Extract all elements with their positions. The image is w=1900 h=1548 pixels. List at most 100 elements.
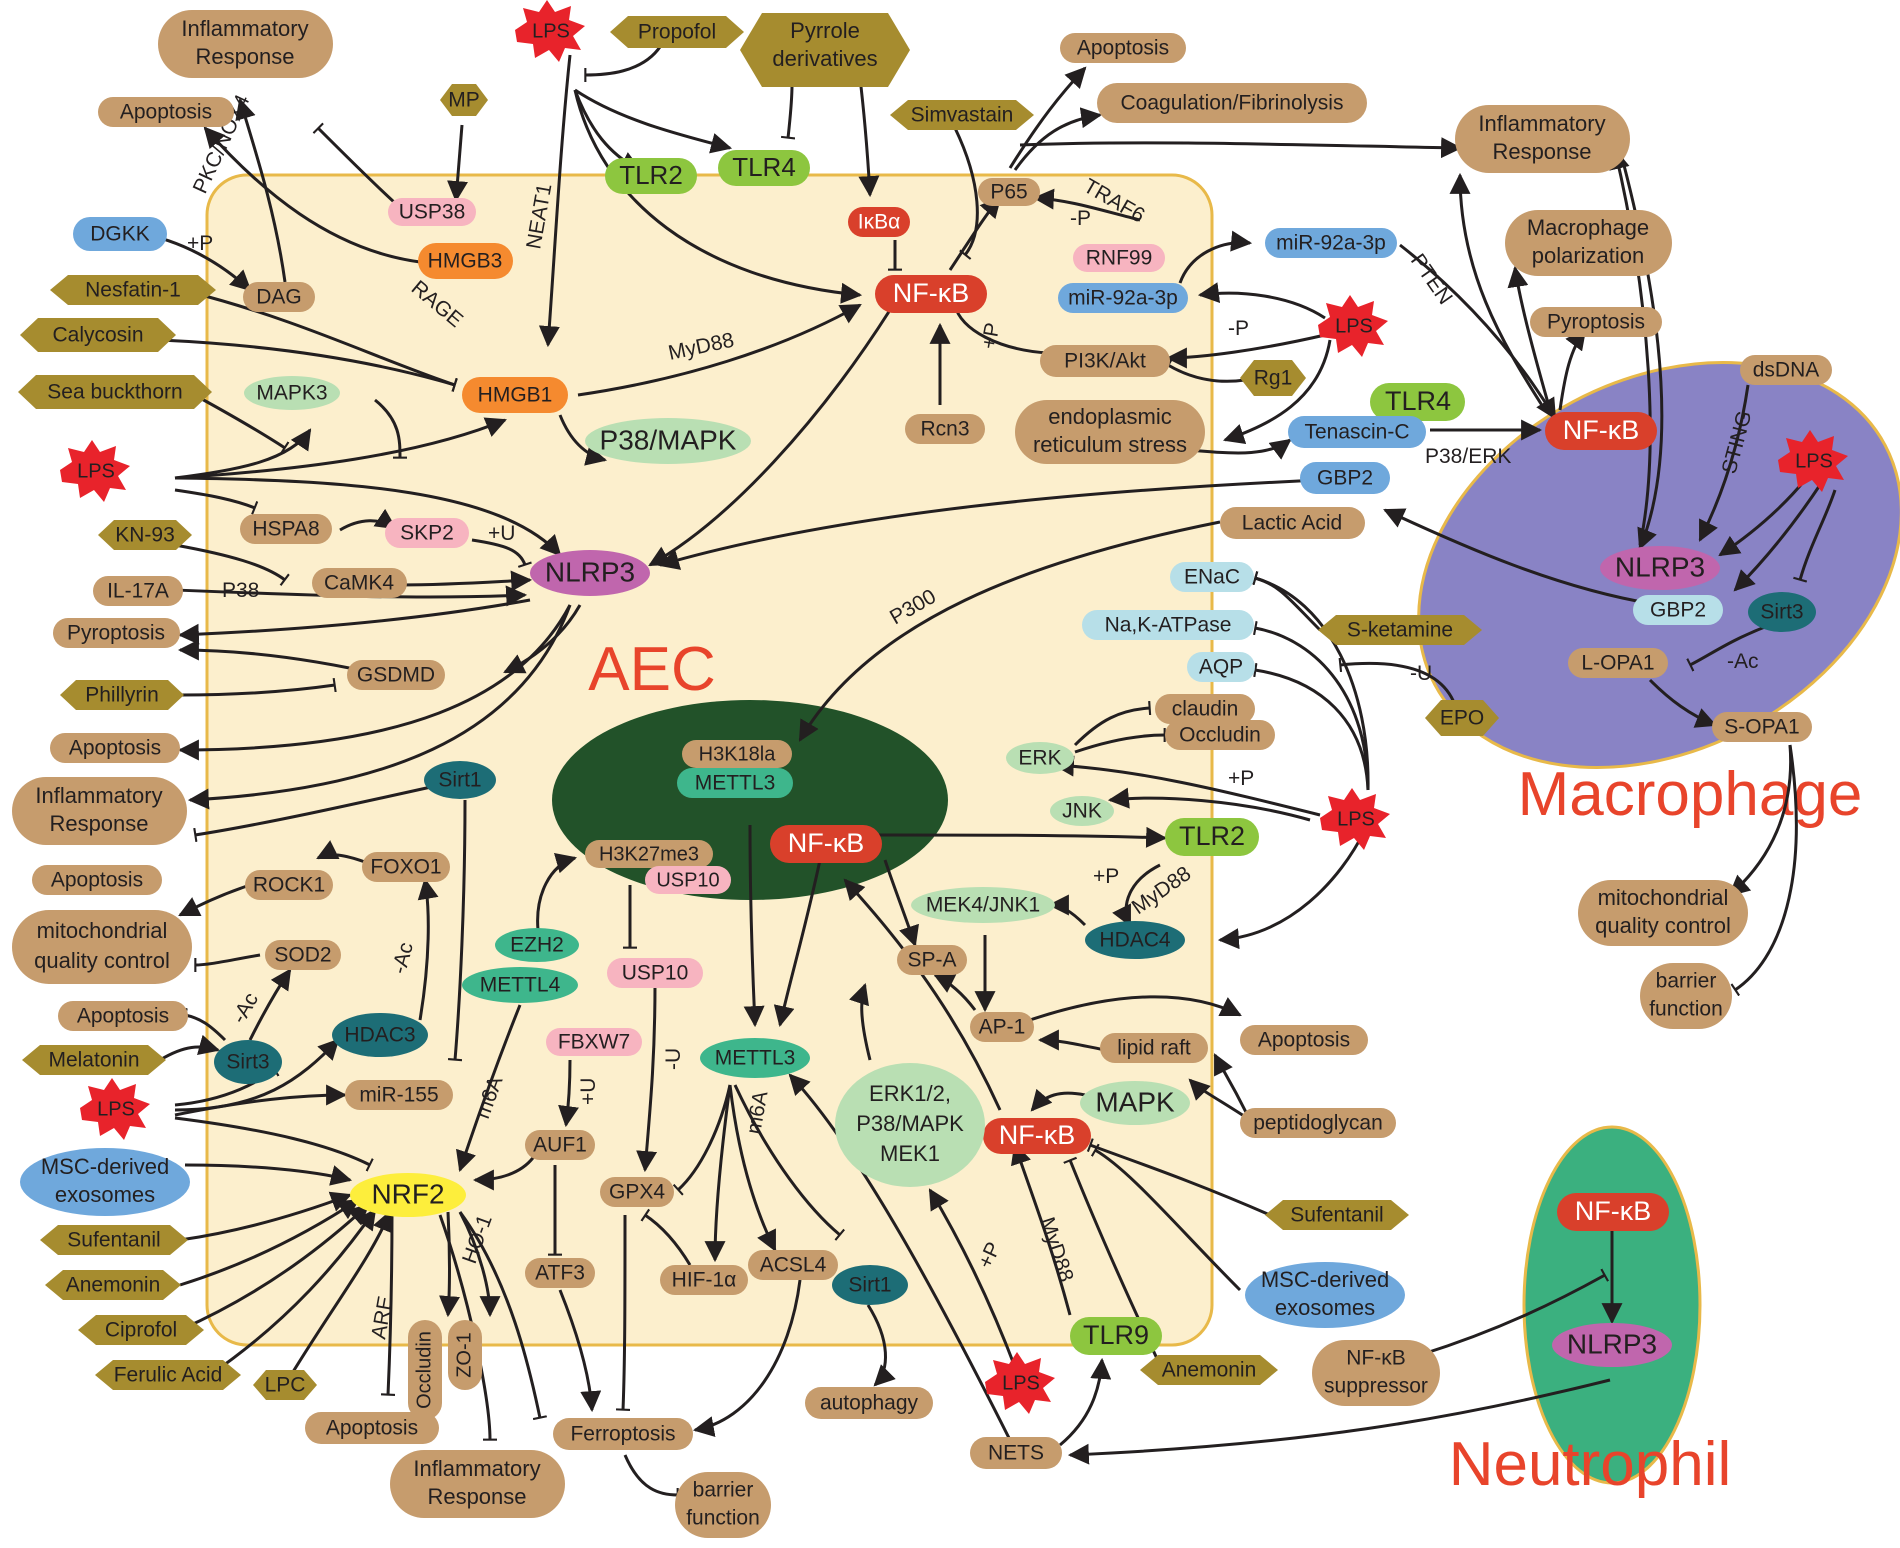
node-auf1: AUF1 <box>525 1130 595 1160</box>
node-peptido: peptidoglycan <box>1240 1108 1396 1138</box>
svg-text:CaMK4: CaMK4 <box>324 572 394 595</box>
svg-text:MAPK: MAPK <box>1095 1086 1175 1117</box>
node-zo1: ZO-1 <box>448 1320 482 1390</box>
node-sketamine: S-ketamine <box>1318 615 1482 645</box>
edge-sirt3-apoptosis <box>182 1007 227 1042</box>
edge-mapk-nfkb <box>1030 1088 1086 1112</box>
node-mettl3-g: METTL3 <box>677 768 793 798</box>
svg-text:AQP: AQP <box>1199 656 1243 679</box>
svg-text:NF-κB: NF-κB <box>1346 1347 1406 1370</box>
edge-sirt1-autophagy <box>866 1304 896 1387</box>
svg-text:USP10: USP10 <box>656 869 719 891</box>
node-anemonin-r: Anemonin <box>1140 1355 1278 1385</box>
edge-label-minusac-m: -Ac <box>1727 650 1759 673</box>
svg-text:METTL4: METTL4 <box>480 974 561 997</box>
edge-nrf2-occludin <box>439 1211 460 1318</box>
edge-ap1-apoptosis <box>1029 995 1242 1022</box>
node-tlr4-right: TLR4 <box>1370 383 1465 421</box>
svg-text:LPS: LPS <box>1795 450 1833 472</box>
node-gbp2-m: GBP2 <box>1633 595 1723 625</box>
node-usp38: USP38 <box>388 198 476 226</box>
neutrophil-label: Neutrophil <box>1449 1430 1732 1499</box>
svg-text:Phillyrin: Phillyrin <box>85 684 159 707</box>
edges <box>137 41 1837 1503</box>
node-p38mapk: P38/MAPK <box>585 418 751 464</box>
edge-simvastain-p65 <box>953 127 979 260</box>
edge-sufentanil-nrf2 <box>179 1191 352 1242</box>
edge-label-plusp-pi3k: +P <box>977 321 1004 351</box>
node-ikba: IκBα <box>848 207 910 237</box>
node-rcn3: Rcn3 <box>905 414 985 444</box>
svg-text:ZO-1: ZO-1 <box>453 1332 475 1378</box>
macrophage-label: Macrophage <box>1518 760 1863 829</box>
node-mp: MP <box>440 84 488 116</box>
edge-nesfatin-hmgb1 <box>189 290 458 392</box>
svg-text:HDAC4: HDAC4 <box>1099 929 1171 952</box>
svg-text:function: function <box>686 1507 760 1530</box>
node-atf3: ATF3 <box>525 1258 595 1288</box>
svg-text:EZH2: EZH2 <box>510 934 564 957</box>
edge-ciprofol-nrf2 <box>179 1203 370 1332</box>
edge-lipidraft-ap1 <box>1037 1029 1106 1052</box>
node-nfkb-n: NF-κB <box>1557 1193 1669 1231</box>
svg-text:derivatives: derivatives <box>772 46 877 71</box>
edge-mettl3-acsl4 <box>728 1084 777 1252</box>
svg-text:MEK1: MEK1 <box>880 1141 940 1166</box>
edge-label-plusp-hdac4: +P <box>1093 865 1119 888</box>
svg-text:MP: MP <box>448 89 480 112</box>
edge-rnf99-p65 <box>1032 188 1141 222</box>
svg-text:HIF-1α: HIF-1α <box>672 1269 737 1292</box>
edge-melatonin-sirt3 <box>159 1034 221 1062</box>
edge-lps-mir92a <box>1197 282 1326 320</box>
edge-p65-apoptosis <box>1008 66 1087 169</box>
edge-p65-inflam <box>1019 137 1463 159</box>
svg-text:H3K27me3: H3K27me3 <box>599 843 699 865</box>
svg-text:NF-κB: NF-κB <box>893 278 970 308</box>
edge-mp-usp38 <box>447 124 468 203</box>
svg-text:GPX4: GPX4 <box>609 1181 665 1204</box>
node-kn93: KN-93 <box>98 520 192 550</box>
node-lopa1: L-OPA1 <box>1568 648 1668 678</box>
node-occludin-b: Occludin <box>408 1320 442 1420</box>
svg-text:IκBα: IκBα <box>858 211 900 234</box>
node-mapk3: MAPK3 <box>244 376 340 410</box>
node-sirt1-l: Sirt1 <box>424 761 496 799</box>
svg-text:LPS: LPS <box>1002 1372 1040 1394</box>
svg-text:EPO: EPO <box>1440 707 1484 730</box>
svg-text:MAPK3: MAPK3 <box>256 382 327 405</box>
svg-text:Anemonin: Anemonin <box>1162 1359 1257 1382</box>
edge-lps-nrf2 <box>174 1116 374 1172</box>
edge-label-p38-il17: P38 <box>222 579 259 602</box>
edge-nucleus-mettl3 <box>743 824 765 1028</box>
edge-pyrrole-ikba <box>858 77 880 198</box>
node-anemonin-l: Anemonin <box>45 1270 181 1300</box>
edge-camk4-nlrp3 <box>399 570 533 592</box>
edge-nlrp3-pyroptosis <box>177 598 531 645</box>
node-phillyrin: Phillyrin <box>60 680 184 710</box>
svg-text:S-OPA1: S-OPA1 <box>1724 716 1799 739</box>
node-pi3k: PI3K/Akt <box>1040 345 1170 377</box>
edge-nlrp3n-nets <box>1067 1378 1611 1465</box>
svg-text:Occludin: Occludin <box>413 1331 435 1409</box>
svg-text:Pyrrole: Pyrrole <box>790 18 860 43</box>
svg-text:TLR4: TLR4 <box>732 152 796 182</box>
svg-text:ERK1/2,: ERK1/2, <box>869 1081 951 1106</box>
node-mek4: MEK4/JNK1 <box>911 887 1055 923</box>
node-tlr9: TLR9 <box>1070 1317 1162 1355</box>
node-apoptosis-tl: Apoptosis <box>98 97 234 127</box>
node-pyroptosis-r: Pyroptosis <box>1530 307 1662 337</box>
svg-text:AUF1: AUF1 <box>533 1134 587 1157</box>
edge-mettl3-gpx4 <box>672 1084 732 1196</box>
svg-text:Propofol: Propofol <box>638 21 716 44</box>
edge-nfkbg-mettl3 <box>773 859 822 1028</box>
edge-hmgb1-nfkb <box>577 303 862 397</box>
svg-text:dsDNA: dsDNA <box>1753 359 1820 382</box>
edge-msc-nfkb <box>1090 1143 1242 1292</box>
edge-lps-aqp <box>1253 662 1370 791</box>
edge-nets-tlr9 <box>1059 1357 1112 1447</box>
